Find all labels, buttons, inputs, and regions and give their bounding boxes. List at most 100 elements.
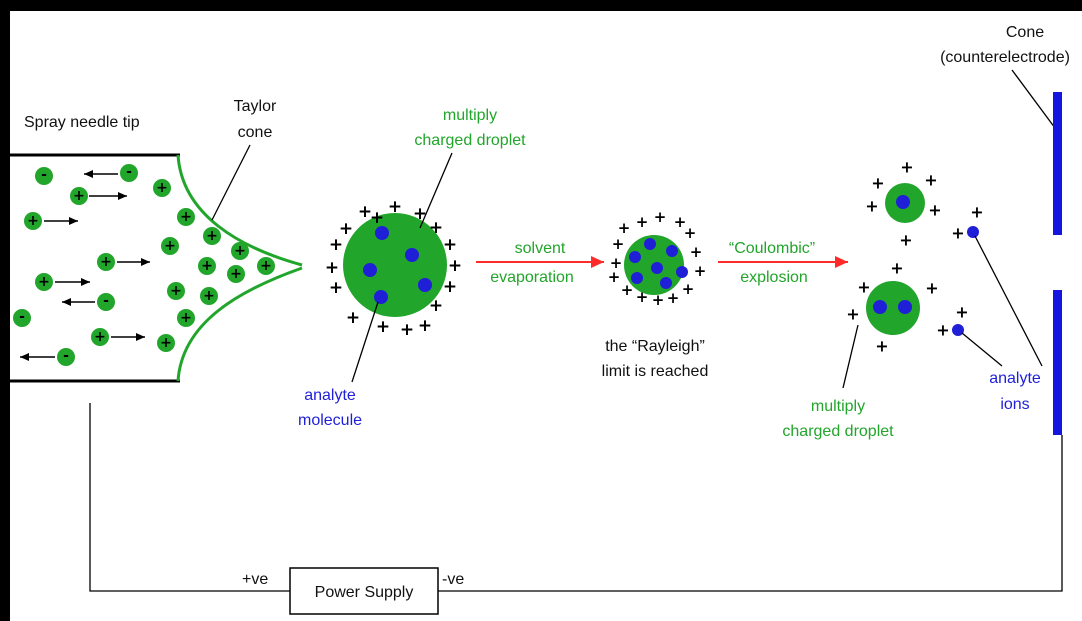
surface-charge: + <box>682 280 695 298</box>
negative-ion <box>13 309 31 327</box>
positive-ion <box>157 334 175 352</box>
cone-label-line1: Cone <box>1006 24 1044 41</box>
droplet1-pointer <box>419 152 453 229</box>
spray-needle <box>10 153 303 383</box>
rayleigh-label-line1: the “Rayleigh” <box>605 338 705 355</box>
surface-charge: + <box>636 213 649 231</box>
analyte-ions-group: + + + <box>951 203 984 336</box>
surface-charge: + <box>443 235 457 255</box>
analyte-molecule <box>374 290 388 304</box>
analyte-ion-charge: + <box>955 303 968 322</box>
plus-sign: + <box>27 213 39 229</box>
surface-charge: + <box>936 321 949 340</box>
positive-ion <box>167 282 185 300</box>
analyte-ion-charge: + <box>970 203 983 222</box>
analyte-molecule <box>631 272 643 284</box>
surface-charge: + <box>654 208 667 226</box>
surface-charge: + <box>684 224 697 242</box>
plus-sign: + <box>201 258 213 274</box>
positive-ion <box>198 257 216 275</box>
droplet2-label-line1: multiply <box>811 398 865 415</box>
power-supply-box <box>289 567 439 615</box>
analyte-molecule <box>660 277 672 289</box>
positive-ion <box>177 309 195 327</box>
cone-label-line2: (counterelectrode) <box>940 49 1070 66</box>
evaporation-label: evaporation <box>490 269 574 286</box>
negative-ion <box>120 164 138 182</box>
plus-sign: + <box>180 310 192 326</box>
surface-charge: + <box>429 218 443 238</box>
droplet2-pointer <box>842 324 859 389</box>
positive-ion <box>177 208 195 226</box>
positive-terminal-label: +ve <box>242 571 268 588</box>
power-supply-label: Power Supply <box>315 584 414 601</box>
plus-sign: + <box>230 266 242 282</box>
surface-charge: + <box>618 219 631 237</box>
counterelectrode-lower-plate <box>1053 290 1062 435</box>
analyte-ion-pointer-2 <box>961 332 1003 367</box>
taylor-cone-pointer <box>211 144 251 221</box>
surface-charge: + <box>865 197 878 216</box>
surface-charge: + <box>388 197 402 217</box>
droplet2-label-line2: charged droplet <box>782 423 894 440</box>
plus-sign: + <box>260 258 272 274</box>
coulombic-label: “Coulombic” <box>729 240 815 257</box>
surface-charge: + <box>400 320 414 340</box>
negative-ion <box>57 348 75 366</box>
plus-sign: + <box>164 238 176 254</box>
surface-charge: + <box>418 316 432 336</box>
analyte-ion <box>967 226 979 238</box>
positive-ion <box>200 287 218 305</box>
minus-sign: - <box>19 309 25 325</box>
negative-terminal-label: -ve <box>442 571 464 588</box>
needle-ions-group: --++++--+-++++++++++++ <box>13 164 275 366</box>
analyte-ions-label-line1: analyte <box>989 370 1041 387</box>
surface-charge: + <box>690 243 703 261</box>
analyte-molecule <box>666 245 678 257</box>
plus-sign: + <box>73 188 85 204</box>
plus-sign: + <box>38 274 50 290</box>
positive-ion <box>203 227 221 245</box>
plus-sign: + <box>180 209 192 225</box>
analyte-molecule <box>651 262 663 274</box>
circuit-wire-positive <box>89 403 290 592</box>
minus-sign: - <box>41 167 47 183</box>
surface-charge: + <box>429 296 443 316</box>
solvent-label: solvent <box>515 240 566 257</box>
positive-ion <box>97 253 115 271</box>
plus-sign: + <box>156 180 168 196</box>
plus-sign: + <box>94 329 106 345</box>
analyte-molecule <box>375 226 389 240</box>
droplet1-label-line1: multiply <box>443 107 497 124</box>
surface-charge: + <box>329 278 343 298</box>
analyte-ion-charge: + <box>951 224 964 243</box>
analyte-molecule <box>363 263 377 277</box>
surface-charge: + <box>621 281 634 299</box>
surface-charge: + <box>325 258 339 278</box>
surface-charge: + <box>413 204 427 224</box>
positive-ion <box>91 328 109 346</box>
positive-ion <box>70 187 88 205</box>
surface-charge: + <box>370 208 384 228</box>
surface-charge: + <box>339 219 353 239</box>
circuit-wire-negative <box>438 435 1063 592</box>
minus-sign: - <box>63 348 69 364</box>
taylor-cone-label-line1: Taylor <box>234 98 277 115</box>
analyte-molecule-label-line1: analyte <box>304 387 356 404</box>
negative-ion <box>35 167 53 185</box>
counterelectrode-upper-plate <box>1053 92 1062 235</box>
surface-charge: + <box>925 279 938 298</box>
droplet1-label-line2: charged droplet <box>414 132 526 149</box>
positive-ion <box>24 212 42 230</box>
surface-charge: + <box>674 213 687 231</box>
analyte-molecule <box>405 248 419 262</box>
surface-charge: + <box>899 231 912 250</box>
surface-charge: + <box>924 171 937 190</box>
surface-charge: + <box>346 308 360 328</box>
taylor-cone-upper-edge <box>176 154 303 267</box>
surface-charge: + <box>875 337 888 356</box>
analyte-molecule <box>873 300 887 314</box>
cone-pointer <box>1011 69 1056 129</box>
small-droplet-lower: ++++++ <box>846 259 949 356</box>
